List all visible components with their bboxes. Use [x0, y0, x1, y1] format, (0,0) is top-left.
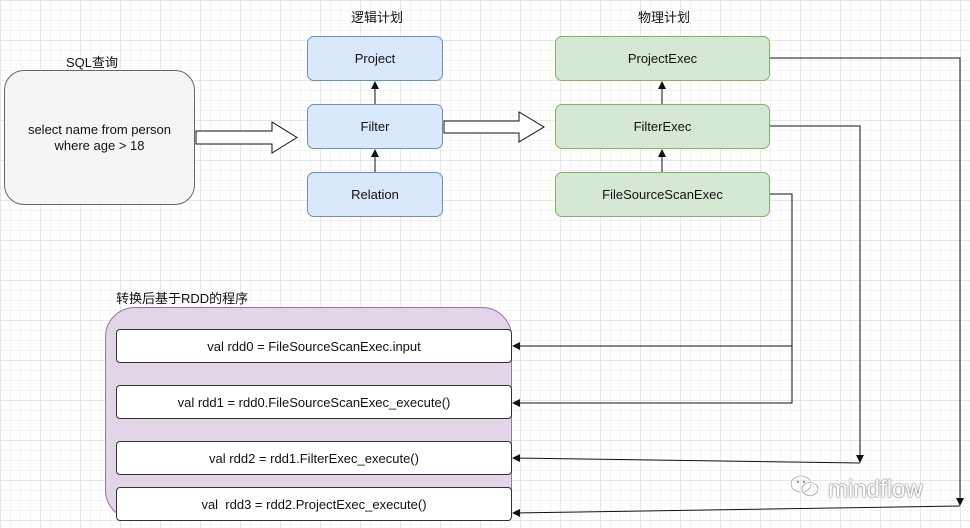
- logical-node-filter: Filter: [307, 104, 443, 149]
- logical-plan-title: 逻辑计划: [351, 10, 404, 25]
- scan-to-rdd1-connector: [512, 346, 793, 407]
- physical-plan-title: 物理计划: [638, 10, 691, 25]
- projectexec-to-rdd3-connector: [512, 505, 961, 517]
- physical-node-filterexec-label: FilterExec: [633, 119, 692, 134]
- filterexec-to-rdd2-connector: [512, 454, 861, 464]
- rdd-program-title: 转换后基于RDD的程序: [116, 291, 249, 306]
- projectexec-down-connector: [770, 57, 964, 506]
- rdd-line-2-text: val rdd2 = rdd1.FilterExec_execute(): [209, 450, 419, 466]
- logical-node-relation: Relation: [307, 172, 443, 217]
- physical-node-filterexec: FilterExec: [555, 104, 770, 149]
- rdd-line-1: val rdd1 = rdd0.FileSourceScanExec_execu…: [116, 385, 512, 419]
- physical-node-filesourcescanexec: FileSourceScanExec: [555, 172, 770, 217]
- rdd-line-0: val rdd0 = FileSourceScanExec.input: [116, 329, 512, 363]
- physical-node-projectexec: ProjectExec: [555, 36, 770, 81]
- filterexec-down-connector: [770, 125, 864, 463]
- sql-title: SQL查询: [66, 55, 119, 70]
- sql-to-logical-arrow: [195, 121, 298, 154]
- wechat-icon: [790, 474, 820, 505]
- watermark: mindflow: [790, 474, 923, 505]
- logical-node-project: Project: [307, 36, 443, 81]
- rdd-line-1-text: val rdd1 = rdd0.FileSourceScanExec_execu…: [177, 394, 451, 410]
- sql-query-line-2: where age > 18: [54, 137, 145, 153]
- logical-node-relation-label: Relation: [351, 187, 399, 202]
- rdd-line-2: val rdd2 = rdd1.FilterExec_execute(): [116, 441, 512, 475]
- rdd-line-3-text: val rdd3 = rdd2.ProjectExec_execute(): [201, 496, 427, 512]
- rdd-line-0-text: val rdd0 = FileSourceScanExec.input: [207, 338, 421, 354]
- rdd-line-3: val rdd3 = rdd2.ProjectExec_execute(): [116, 487, 512, 521]
- logical-node-filter-label: Filter: [360, 119, 390, 134]
- logical-node-project-label: Project: [354, 51, 396, 66]
- physical-node-filesourcescanexec-label: FileSourceScanExec: [602, 187, 723, 202]
- watermark-text: mindflow: [828, 475, 923, 503]
- sql-query-box: select name from person where age > 18: [4, 70, 195, 205]
- logical-to-physical-arrow: [443, 111, 545, 143]
- sql-query-line-1: select name from person: [27, 121, 172, 137]
- physical-node-projectexec-label: ProjectExec: [627, 51, 698, 66]
